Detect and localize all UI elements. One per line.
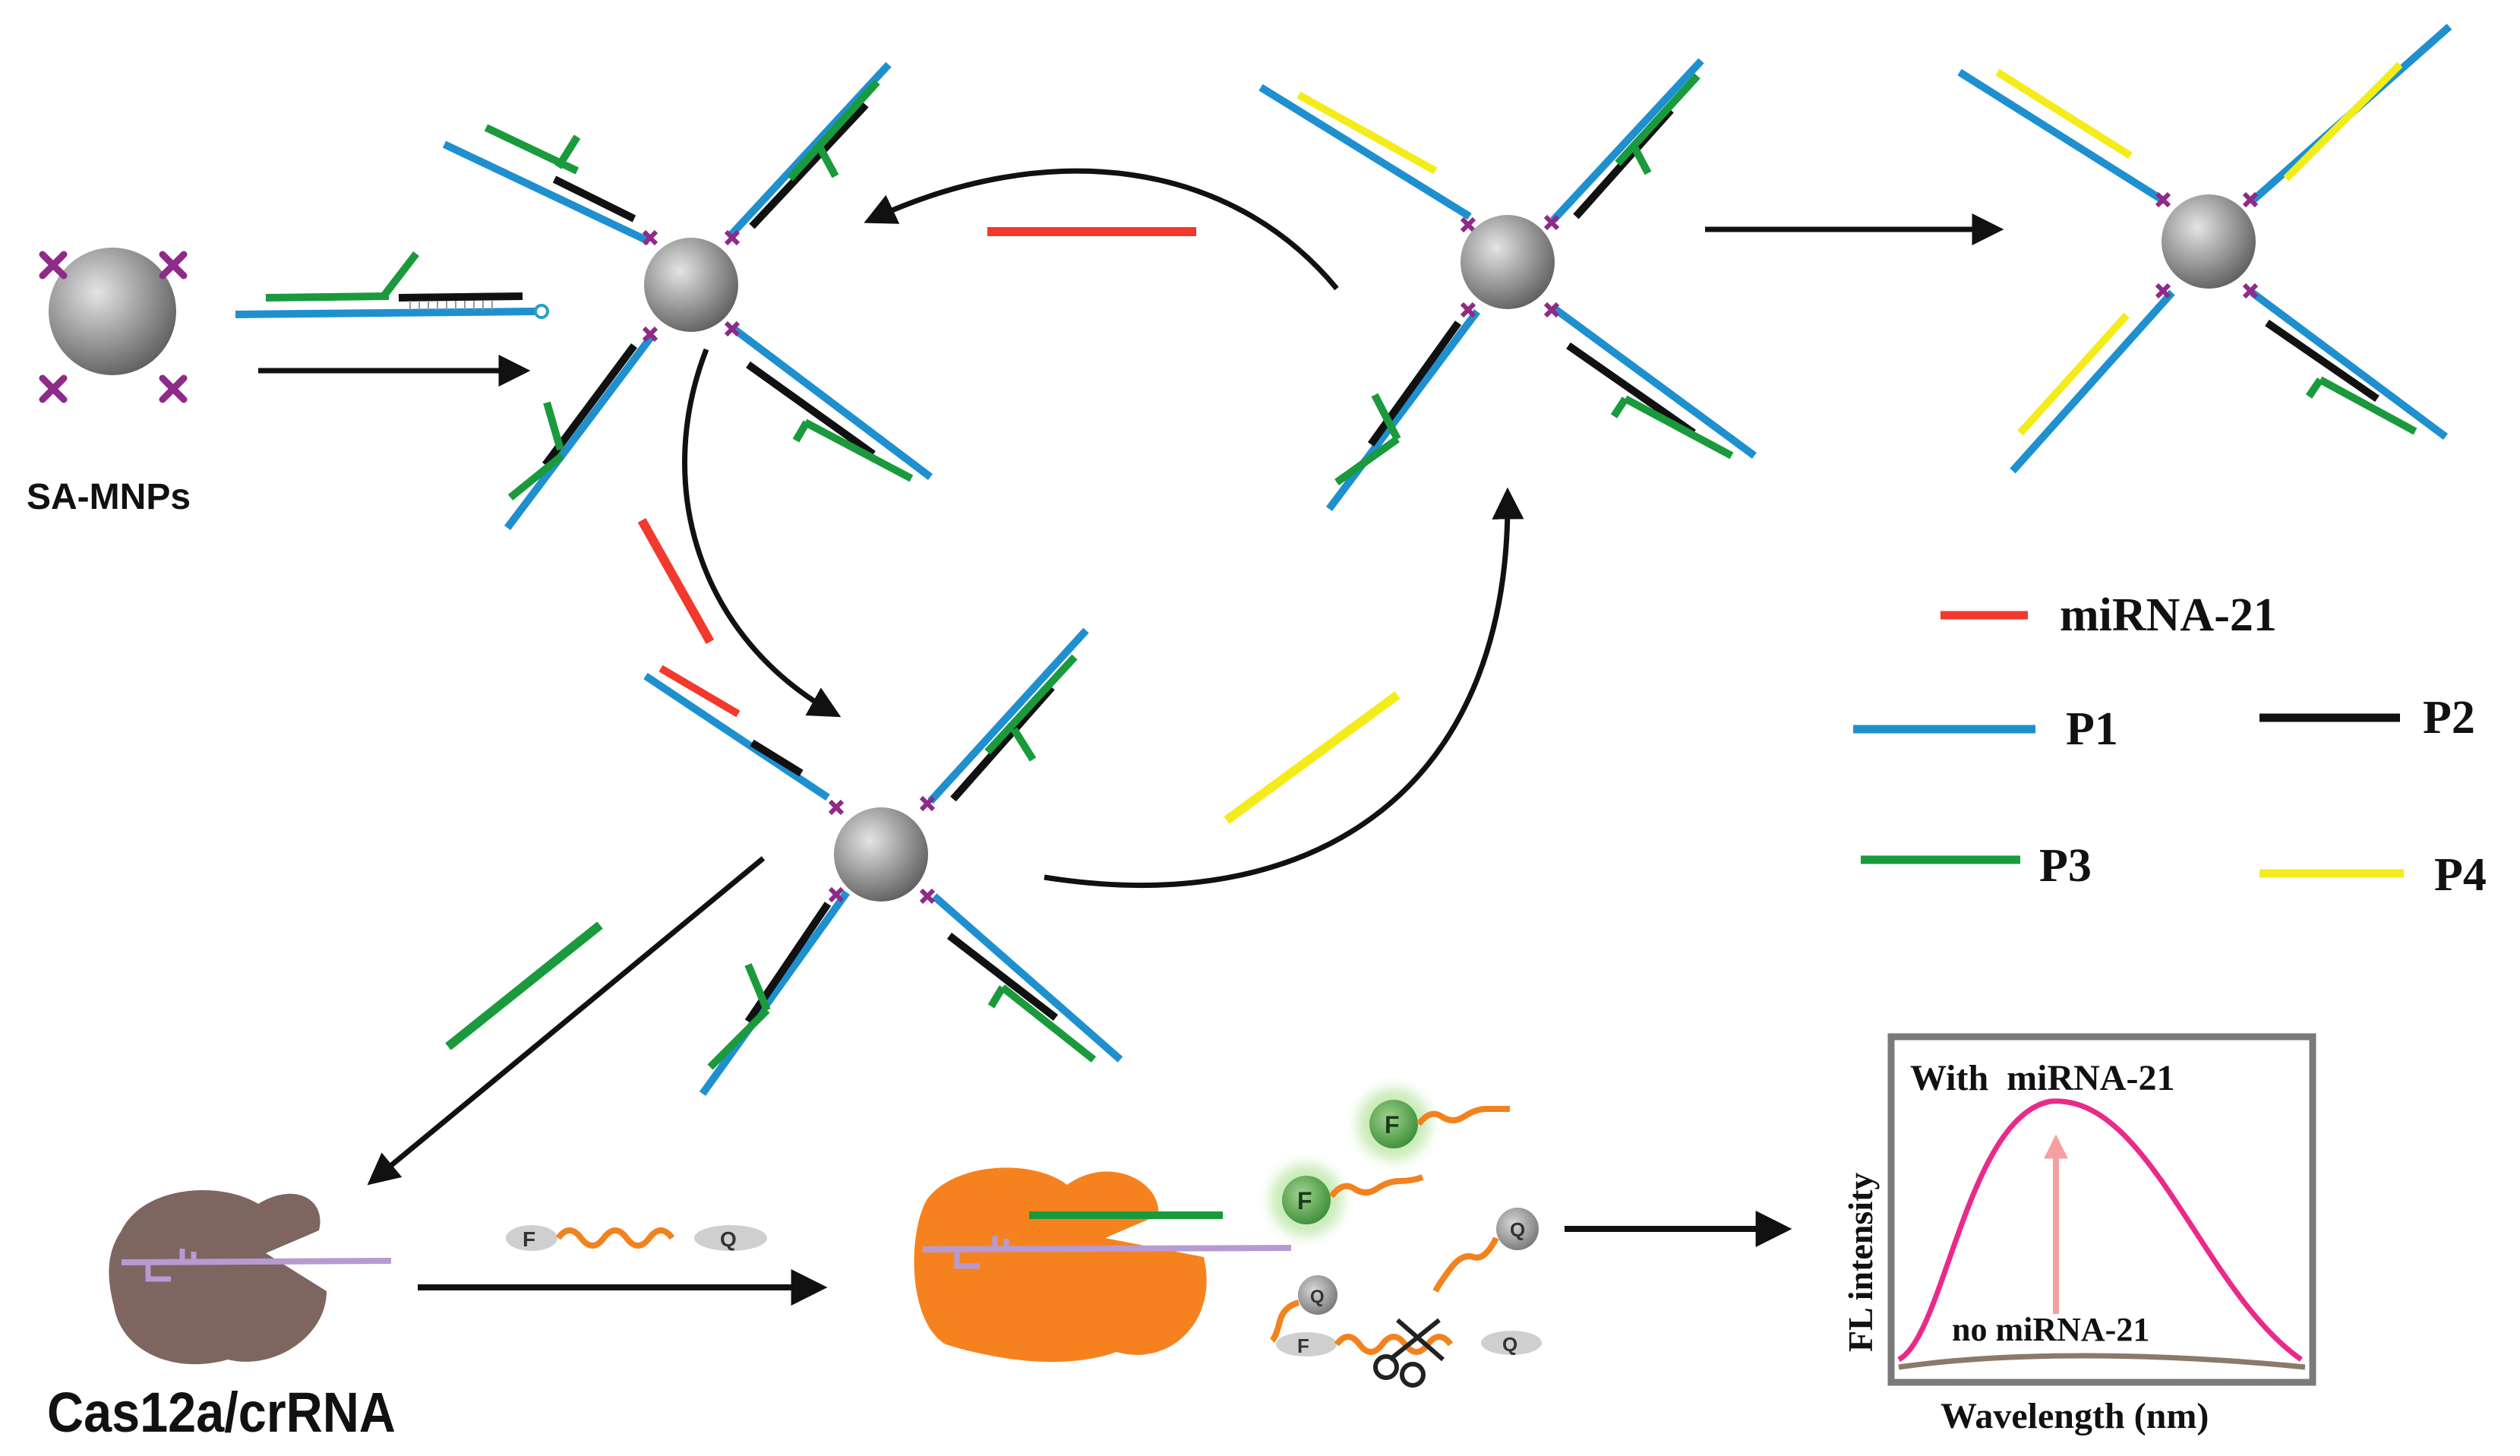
cas12a-inactive: Cas12a/crRNA xyxy=(47,1190,396,1444)
p3-strand-released xyxy=(445,921,603,1050)
quencher-label-2: Q xyxy=(1310,1287,1325,1307)
magnetic-nanoparticle xyxy=(49,248,176,375)
fluorophore-label-1: F xyxy=(1385,1111,1400,1139)
baseline-curve xyxy=(1898,1353,2306,1370)
signal-curve xyxy=(1897,1098,2303,1363)
legend-label-p2: P2 xyxy=(2423,692,2475,744)
probe-complex xyxy=(235,251,549,319)
baseline-label: no miRNA-21 xyxy=(1952,1311,2149,1348)
streptavidin-marks xyxy=(39,251,188,403)
sa-mnps-label: SA-MNPs xyxy=(27,477,191,517)
scissors-icon xyxy=(1373,1318,1445,1388)
arrow-to-cas12a xyxy=(367,856,766,1186)
plot-frame xyxy=(1887,1033,2316,1386)
fluorophore-bead xyxy=(1369,1100,1418,1148)
legend-label-mirna-21: miRNA-21 xyxy=(2060,589,2277,641)
cleaved-reporters: F F Q Q F Q xyxy=(1269,1088,1542,1388)
plot-xlabel: Wavelength (nm) xyxy=(1941,1396,2209,1436)
arrow-hybridization xyxy=(682,348,842,718)
legend: miRNA-21 P1 P2 P3 P4 xyxy=(1853,589,2487,901)
legend-label-p3: P3 xyxy=(2039,840,2092,892)
reporter-quencher-label: Q xyxy=(720,1227,737,1251)
arrow-displacement xyxy=(1044,487,1524,888)
mnp-p4-partial xyxy=(1258,58,1757,511)
arrow-recycle-mirna xyxy=(864,168,1339,291)
legend-label-p1: P1 xyxy=(2066,703,2118,755)
plot-ylabel: FL intensity xyxy=(1841,1173,1880,1352)
fluorescence-plot: With miRNA-21 no miRNA-21 FL intensity W… xyxy=(1841,1033,2316,1436)
sa-mnp-bare: SA-MNPs xyxy=(27,248,191,517)
mnp-mirna-bound xyxy=(643,627,1123,1096)
cas12a-active xyxy=(914,1167,1292,1363)
crrna-strand-active xyxy=(922,1245,1292,1252)
quencher-label-1: Q xyxy=(1510,1218,1525,1241)
reporter-fluorophore-label: F xyxy=(523,1227,535,1251)
mnp-p4-full xyxy=(1957,24,2452,474)
quencher-label-3: Q xyxy=(1502,1333,1517,1356)
cas12a-label: Cas12a/crRNA xyxy=(47,1381,396,1444)
plot-title: With miRNA-21 xyxy=(1910,1058,2174,1098)
fluorophore-label-2: F xyxy=(1297,1187,1312,1214)
legend-label-p4: P4 xyxy=(2434,849,2487,901)
fluorophore-label-3: F xyxy=(1297,1334,1309,1357)
cas12a-protein-shape xyxy=(109,1190,327,1365)
mnp-functionalized xyxy=(442,62,933,531)
fq-reporter-intact: F Q xyxy=(506,1225,767,1251)
mirna-21-strand-incoming xyxy=(637,518,715,644)
fluorophore-bead xyxy=(1282,1176,1331,1224)
crrna-strand xyxy=(121,1258,392,1265)
quencher-bead xyxy=(1496,1208,1539,1250)
quencher-bead xyxy=(1298,1275,1337,1315)
p4-strand-incoming xyxy=(1224,691,1401,824)
